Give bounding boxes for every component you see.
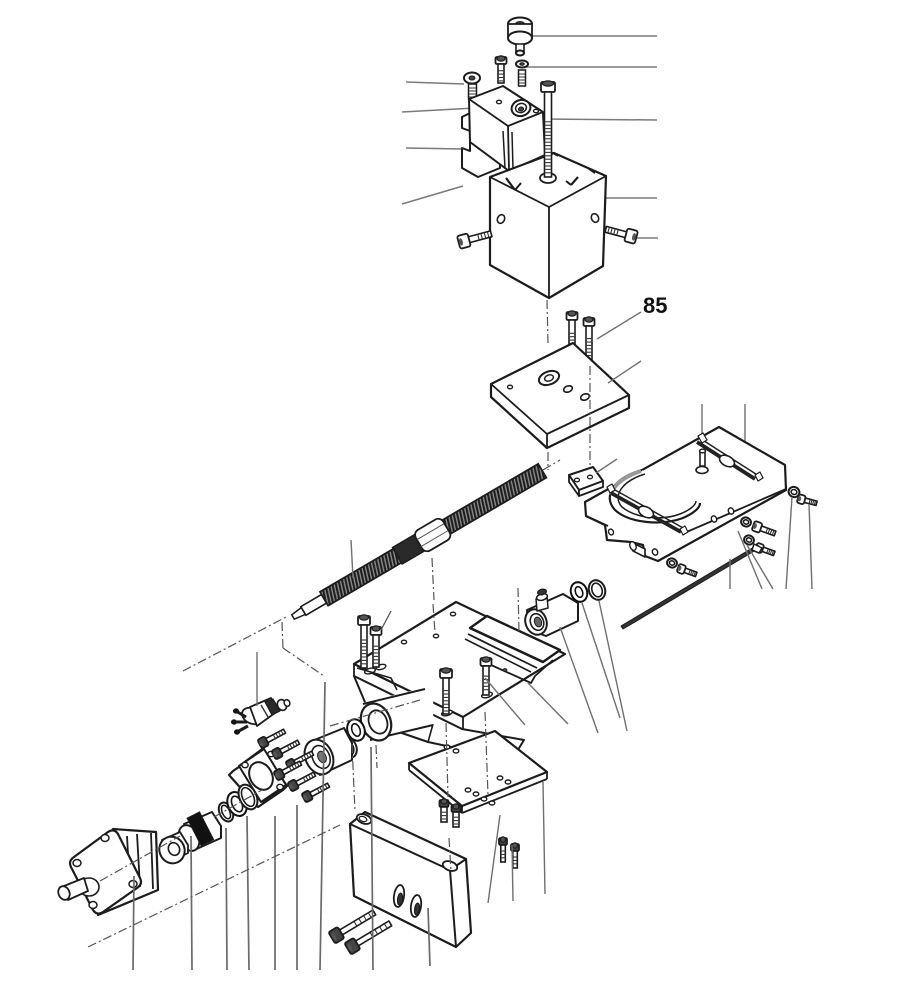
svg-text:85: 85	[643, 293, 667, 318]
